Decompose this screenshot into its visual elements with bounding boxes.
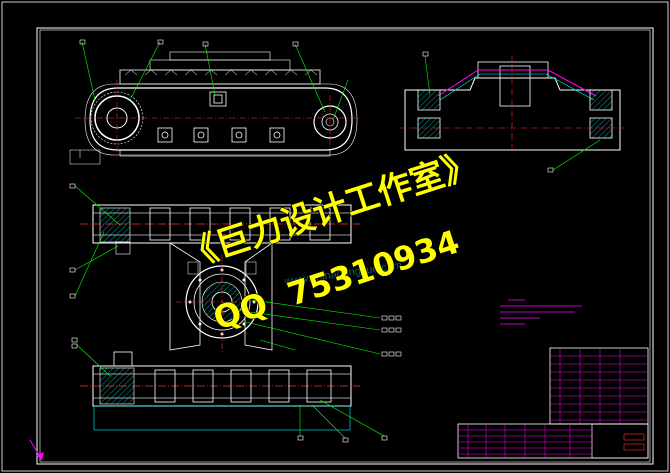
arrow-corner-icon (29, 439, 44, 461)
plan-view-upper-axle (69, 183, 360, 299)
section-view-right (400, 51, 625, 173)
technical-notes (500, 299, 582, 325)
central-chassis (169, 242, 402, 357)
track-side-view (69, 39, 360, 165)
title-block (457, 347, 649, 459)
plan-view-lower-axle (71, 337, 388, 443)
watermark: www.chinagongxue.com 《巨力设计工作室》 QQ 753109… (178, 143, 483, 338)
